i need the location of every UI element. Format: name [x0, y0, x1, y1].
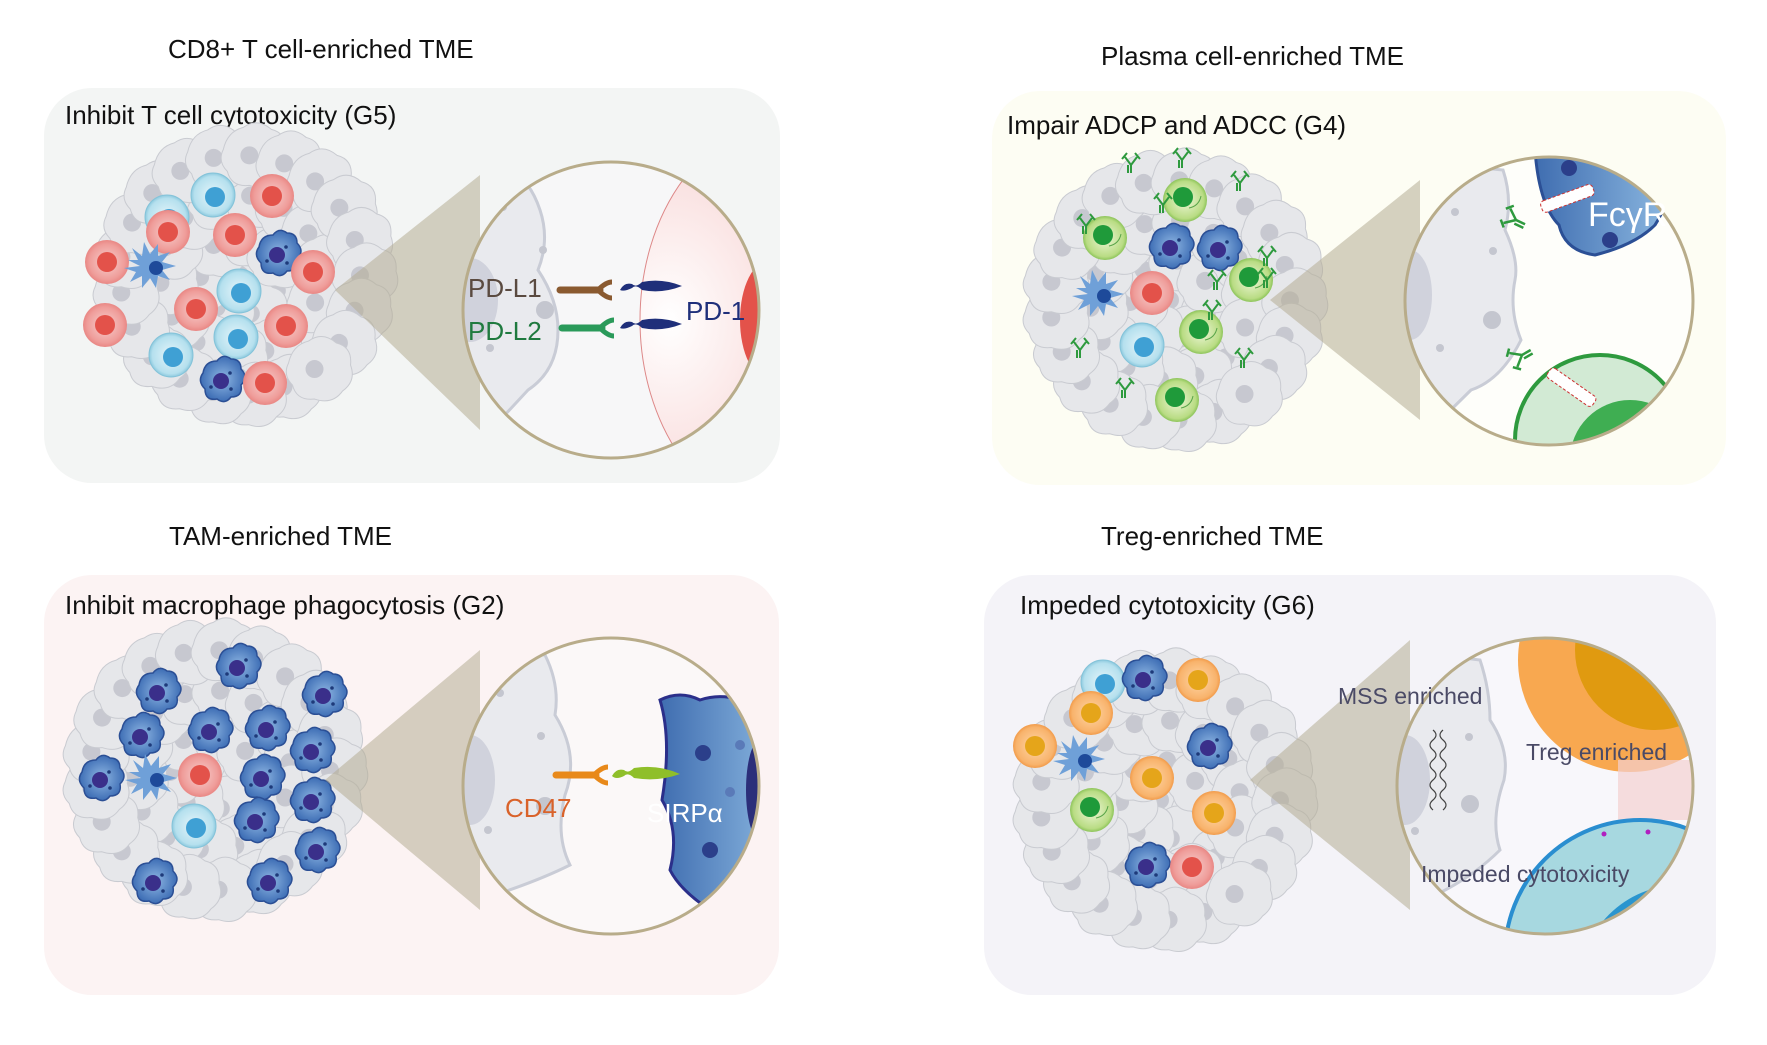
- plasma-cell: [1162, 177, 1208, 223]
- treg-cell: [1069, 691, 1113, 735]
- panel-title-plasma: Impair ADCP and ADCC (G4): [1007, 110, 1347, 140]
- label-pd-l1: PD-L1: [468, 273, 542, 303]
- label-fcgr: FcγR: [1588, 196, 1668, 234]
- panel-title-treg: Impeded cytotoxicity (G6): [1020, 590, 1315, 620]
- label-pd-l2: PD-L2: [468, 316, 542, 346]
- cd8-t-cell: [213, 213, 257, 257]
- cd8-t-cell: [146, 210, 190, 254]
- tumor-cluster-treg: [1012, 647, 1319, 952]
- plasma-cell: [1154, 377, 1200, 423]
- t-cell: [216, 268, 262, 314]
- label-sirpa: SIRPα: [647, 798, 723, 828]
- treg-cell: [1176, 658, 1220, 702]
- cd8-t-cell: [85, 240, 129, 284]
- treg-cell: [1130, 756, 1174, 800]
- label-impeded-cytotoxicity: Impeded cytotoxicity: [1421, 861, 1630, 887]
- plasma-cell: [1178, 309, 1224, 355]
- plasma-cell: [1069, 787, 1115, 833]
- zoom-circle-treg: [1395, 636, 1695, 936]
- cd8-t-cell: [1130, 271, 1174, 315]
- panel-heading-tam: TAM-enriched TME: [169, 521, 392, 551]
- panel-title-tam: Inhibit macrophage phagocytosis (G2): [65, 590, 505, 620]
- panel-heading-treg: Treg-enriched TME: [1101, 521, 1324, 551]
- cd8-t-cell: [174, 287, 218, 331]
- cd8-t-cell: [243, 361, 287, 405]
- label-treg-enriched: Treg enriched: [1526, 739, 1668, 765]
- tumor-cluster-tam: [62, 617, 369, 922]
- cd8-t-cell: [83, 303, 127, 347]
- t-cell: [171, 803, 217, 849]
- label-cd47: CD47: [505, 793, 572, 823]
- cd8-t-cell: [264, 304, 308, 348]
- panel-heading-plasma: Plasma cell-enriched TME: [1101, 41, 1404, 71]
- cd8-t-cell: [250, 174, 294, 218]
- label-pd-1: PD-1: [686, 296, 746, 326]
- zoom-cone-cd8: [335, 175, 480, 430]
- panel-heading-cd8: CD8+ T cell-enriched TME: [168, 34, 474, 64]
- treg-cell: [1013, 724, 1057, 768]
- t-cell: [190, 172, 236, 218]
- zoom-circle-tam: [461, 636, 761, 936]
- panel-title-cd8: Inhibit T cell cytotoxicity (G5): [65, 100, 397, 130]
- cd8-t-cell: [1170, 845, 1214, 889]
- tumor-cluster-cd8: [83, 122, 399, 427]
- t-cell: [148, 332, 194, 378]
- cd8-t-cell: [178, 753, 222, 797]
- treg-cell: [1192, 791, 1236, 835]
- label-mss-enriched: MSS enriched: [1338, 683, 1483, 709]
- zoom-cone-treg: [1250, 640, 1410, 910]
- zoom-cone-tam: [325, 650, 480, 910]
- zoom-cone-plasma: [1270, 180, 1420, 420]
- cd8-t-cell: [291, 250, 335, 294]
- t-cell: [213, 314, 259, 360]
- t-cell: [1119, 322, 1165, 368]
